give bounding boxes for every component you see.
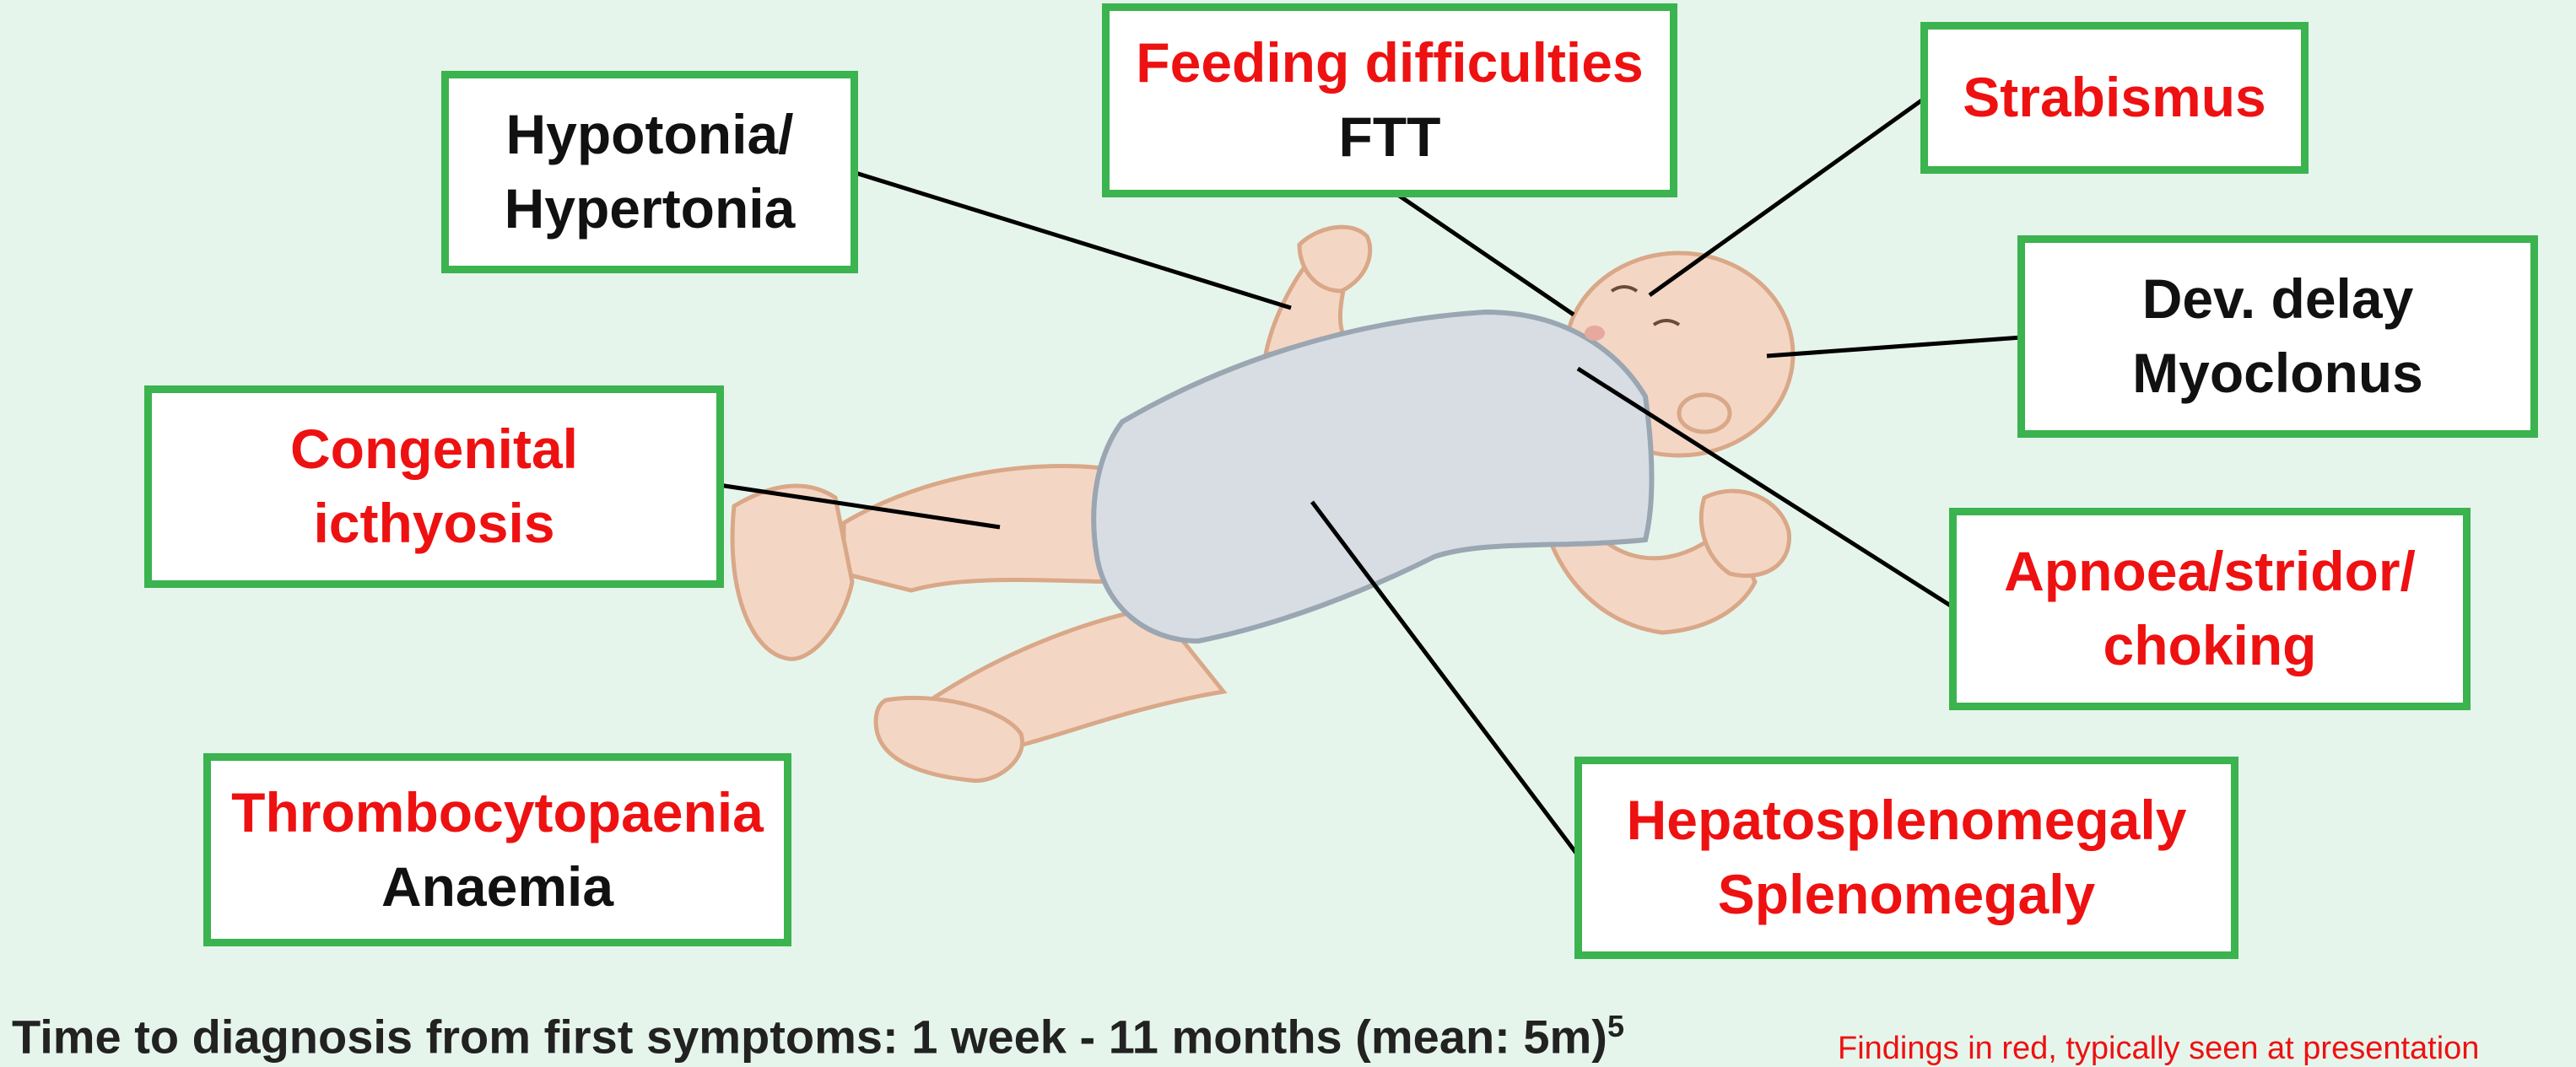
box-apnoea-line1: Apnoea/stridor/	[2004, 535, 2416, 609]
box-feeding: Feeding difficulties FTT	[1102, 3, 1677, 197]
box-thrombo-line2: Anaemia	[381, 850, 613, 924]
box-hypotonia-line1: Hypotonia/	[506, 98, 794, 172]
box-ichthyosis-line2: icthyosis	[313, 487, 554, 561]
box-apnoea-line2: choking	[2103, 609, 2316, 683]
box-ichthyosis-line1: Congenital	[290, 412, 578, 487]
baby-foot-upper	[732, 486, 852, 659]
box-hepato-line1: Hepatosplenomegaly	[1627, 784, 2187, 858]
box-feeding-line2: FTT	[1339, 100, 1441, 175]
box-hypotonia: Hypotonia/ Hypertonia	[441, 71, 858, 273]
leader-feeding	[1391, 190, 1574, 315]
baby-ear	[1679, 395, 1730, 432]
time-to-diagnosis-text: Time to diagnosis from first symptoms: 1…	[12, 1010, 1607, 1064]
box-ichthyosis: Congenital icthyosis	[144, 385, 724, 588]
box-hypotonia-line2: Hypertonia	[505, 172, 796, 246]
footnote-ref: 5	[1607, 1009, 1624, 1043]
box-thrombo: Thrombocytopaenia Anaemia	[203, 753, 791, 946]
box-strabismus: Strabismus	[1920, 22, 2309, 174]
box-dev-delay: Dev. delay Myoclonus	[2017, 235, 2538, 438]
box-dev-delay-line1: Dev. delay	[2142, 262, 2414, 337]
box-hepato-line2: Splenomegaly	[1718, 858, 2095, 932]
box-apnoea: Apnoea/stridor/ choking	[1949, 508, 2471, 710]
box-feeding-line1: Feeding difficulties	[1136, 26, 1643, 100]
baby-bodysuit	[1094, 312, 1651, 641]
box-thrombo-line1: Thrombocytopaenia	[231, 776, 764, 850]
box-dev-delay-line2: Myoclonus	[2132, 337, 2423, 411]
leader-strabismus	[1650, 97, 1926, 295]
box-hepato: Hepatosplenomegaly Splenomegaly	[1574, 757, 2238, 959]
leader-dev-delay	[1767, 337, 2022, 356]
red-findings-legend: Findings in red, typically seen at prese…	[1838, 1031, 2479, 1067]
time-to-diagnosis-note: Time to diagnosis from first symptoms: 1…	[12, 1009, 1624, 1064]
box-strabismus-line1: Strabismus	[1963, 61, 2265, 135]
